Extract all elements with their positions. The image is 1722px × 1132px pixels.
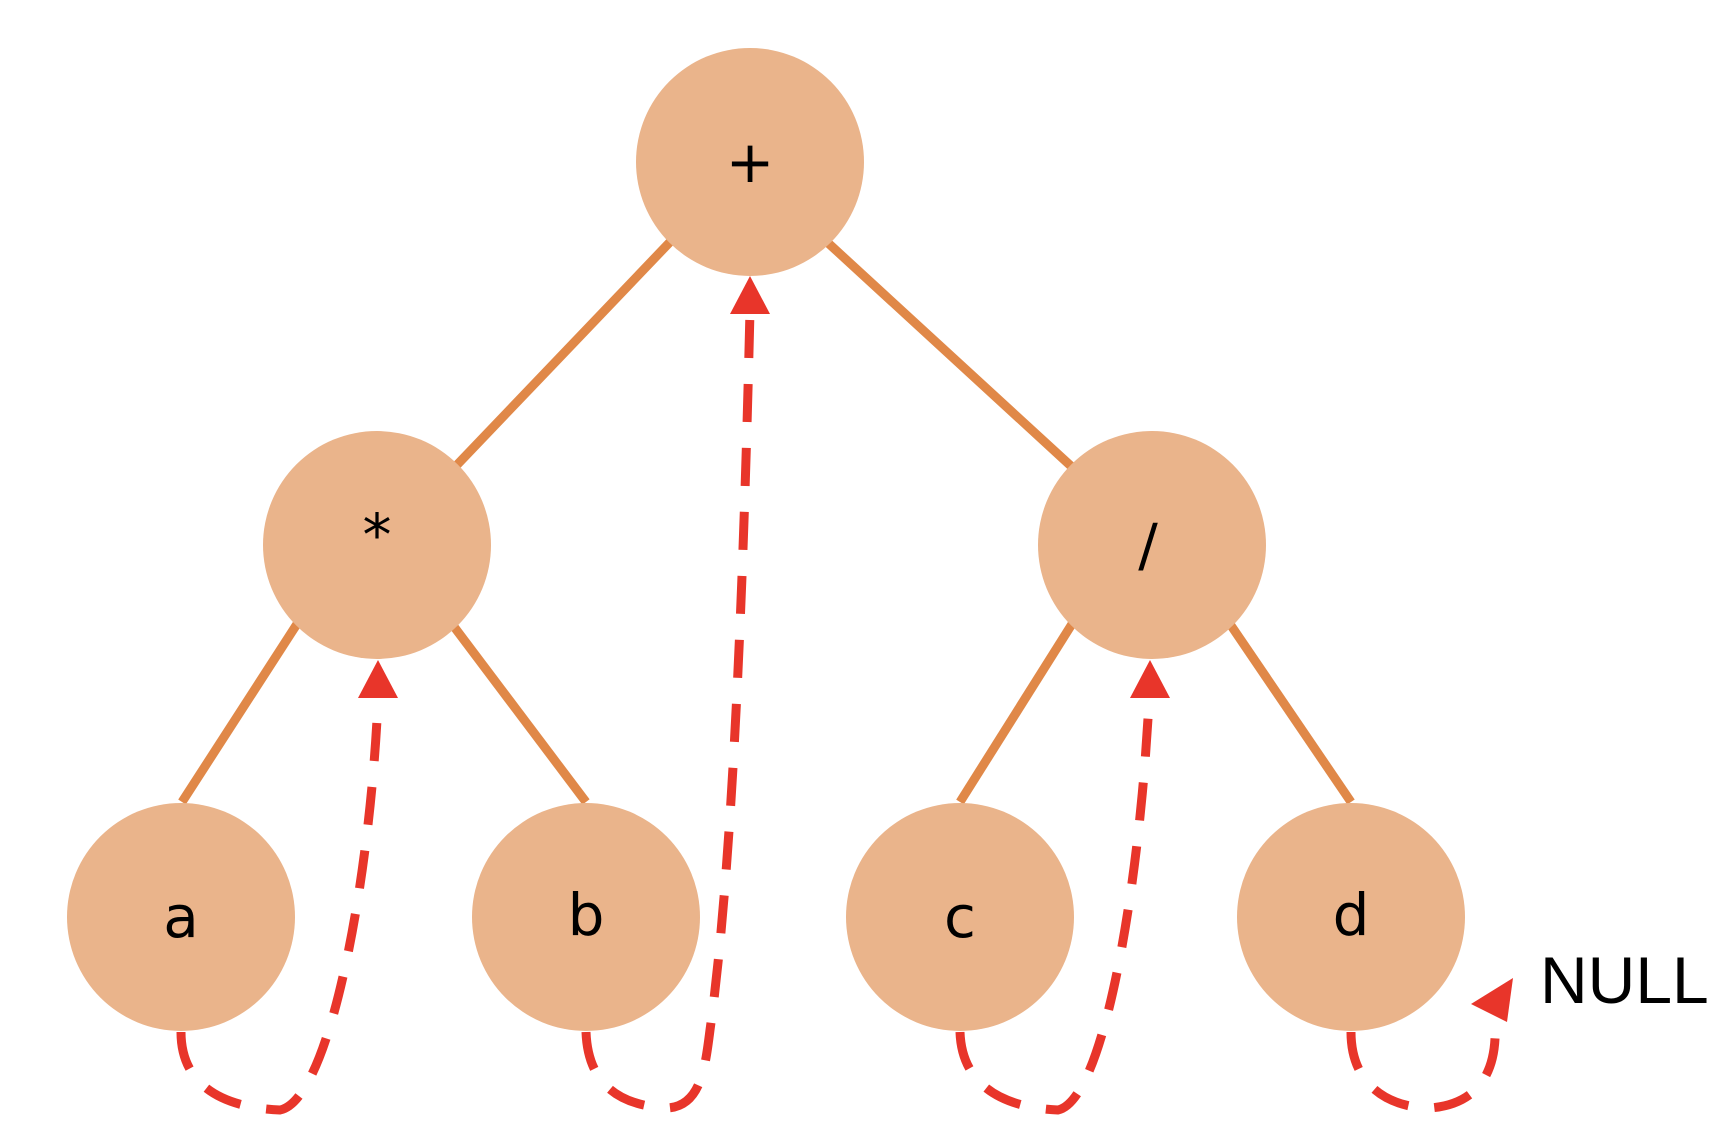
edge-div-c <box>956 621 1076 805</box>
edge-root-mul <box>451 238 674 471</box>
node-a-circle <box>67 803 295 1031</box>
thread-c-to-div-arrowhead <box>1130 660 1170 698</box>
thread-c-to-div <box>955 660 1170 1115</box>
node-d-circle <box>1237 803 1465 1031</box>
node-d-label: d <box>1333 881 1370 949</box>
node-div-circle <box>1038 431 1266 659</box>
edge-div-d <box>1226 621 1355 805</box>
thread-d-to-null <box>1346 978 1513 1113</box>
edge-mul-a <box>178 621 301 805</box>
tree-nodes: + * / a b c d <box>67 48 1465 1031</box>
node-c: c <box>846 803 1074 1031</box>
node-mul: * <box>263 431 491 659</box>
edge-mul-b <box>448 621 590 805</box>
node-root: + <box>636 48 864 276</box>
node-c-label: c <box>944 883 976 951</box>
tree-edges <box>178 238 1355 805</box>
thread-b-to-root <box>581 276 770 1113</box>
edge-root-div <box>823 238 1076 471</box>
thread-links <box>176 276 1513 1115</box>
node-d: d <box>1237 803 1465 1031</box>
null-label: NULL <box>1540 943 1709 1017</box>
thread-b-to-root-arrowhead <box>730 276 770 314</box>
node-root-circle <box>636 48 864 276</box>
node-b-circle <box>472 803 700 1031</box>
node-a: a <box>67 803 295 1031</box>
node-b-label: b <box>568 881 605 949</box>
thread-d-to-null-arrowhead <box>1471 978 1513 1022</box>
thread-a-to-mul <box>176 660 398 1115</box>
node-b: b <box>472 803 700 1031</box>
node-a-label: a <box>163 883 199 951</box>
thread-b-to-root-line <box>581 309 755 1113</box>
node-mul-circle <box>263 431 491 659</box>
node-mul-label: * <box>363 501 392 569</box>
node-div-label: / <box>1138 511 1158 579</box>
thread-a-to-mul-arrowhead <box>358 660 398 698</box>
node-c-circle <box>846 803 1074 1031</box>
thread-d-to-null-line <box>1346 1024 1500 1113</box>
node-div: / <box>1038 431 1266 659</box>
node-root-label: + <box>726 128 775 196</box>
